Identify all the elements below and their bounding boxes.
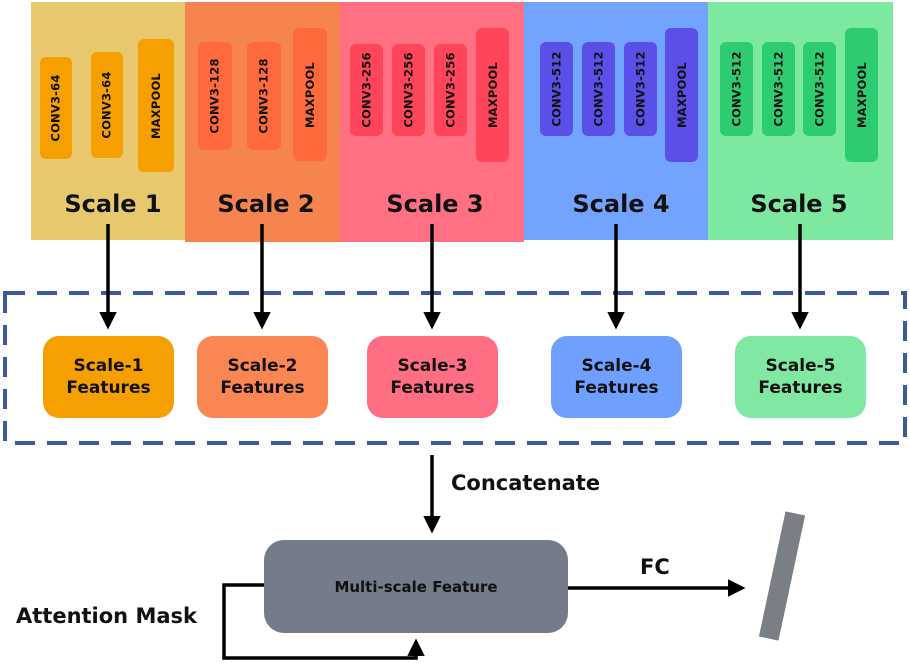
layer-block: CONV3-512 — [540, 42, 573, 136]
scale-panel-3: CONV3-256 CONV3-256 CONV3-256 MAXPOOL Sc… — [340, 2, 524, 242]
output-vector — [758, 511, 806, 641]
feature-label-line2: Features — [66, 378, 151, 398]
fc-label: FC — [640, 555, 670, 579]
scale-title: Scale 2 — [217, 190, 315, 218]
scale-title: Scale 1 — [64, 190, 162, 218]
layer-block: MAXPOOL — [665, 28, 698, 162]
layer-block: MAXPOOL — [293, 28, 327, 161]
attention-mask-label: Attention Mask — [16, 604, 197, 628]
feature-label-line2: Features — [220, 378, 305, 398]
multi-scale-feature-label: Multi-scale Feature — [334, 577, 498, 596]
layer-block: CONV3-256 — [392, 44, 425, 136]
feature-label-line2: Features — [574, 378, 659, 398]
layer-block: MAXPOOL — [845, 28, 878, 162]
layer-block: MAXPOOL — [476, 28, 509, 162]
scale-title: Scale 4 — [572, 190, 670, 218]
scale-panel-4: CONV3-512 CONV3-512 CONV3-512 MAXPOOL Sc… — [524, 2, 708, 240]
dashed-feature-group — [3, 291, 907, 445]
multi-scale-feature-node: Multi-scale Feature — [264, 540, 568, 633]
layer-block: CONV3-512 — [720, 42, 753, 136]
scale-title: Scale 5 — [750, 190, 848, 218]
feature-label-line1: Scale-3 — [397, 356, 468, 376]
layer-block: CONV3-64 — [91, 52, 123, 158]
concatenate-label: Concatenate — [451, 471, 601, 495]
feature-label-line2: Features — [758, 378, 843, 398]
layer-block: CONV3-512 — [624, 42, 657, 136]
feature-label-line1: Scale-2 — [227, 356, 298, 376]
feature-label-line2: Features — [390, 378, 475, 398]
layer-block: CONV3-128 — [198, 42, 232, 150]
layer-block: CONV3-256 — [434, 44, 467, 136]
layer-block: CONV3-512 — [582, 42, 615, 136]
layer-block: CONV3-256 — [350, 44, 383, 136]
scale-panel-2: CONV3-128 CONV3-128 MAXPOOL Scale 2 — [185, 2, 340, 242]
layer-block: CONV3-128 — [247, 42, 281, 150]
layer-block: CONV3-512 — [762, 42, 795, 136]
layer-block: CONV3-64 — [40, 57, 72, 159]
layer-block: CONV3-512 — [803, 42, 836, 136]
arrow-attention-loop — [222, 583, 425, 660]
layer-block: MAXPOOL — [138, 39, 174, 172]
feature-label-line1: Scale-4 — [581, 356, 652, 376]
scale-title: Scale 3 — [386, 190, 484, 218]
feature-label-line1: Scale-5 — [765, 356, 836, 376]
feature-label-line1: Scale-1 — [73, 356, 144, 376]
scale-panel-5: CONV3-512 CONV3-512 CONV3-512 MAXPOOL Sc… — [708, 2, 893, 240]
scale-panel-1: CONV3-64 CONV3-64 MAXPOOL Scale 1 — [31, 2, 185, 240]
